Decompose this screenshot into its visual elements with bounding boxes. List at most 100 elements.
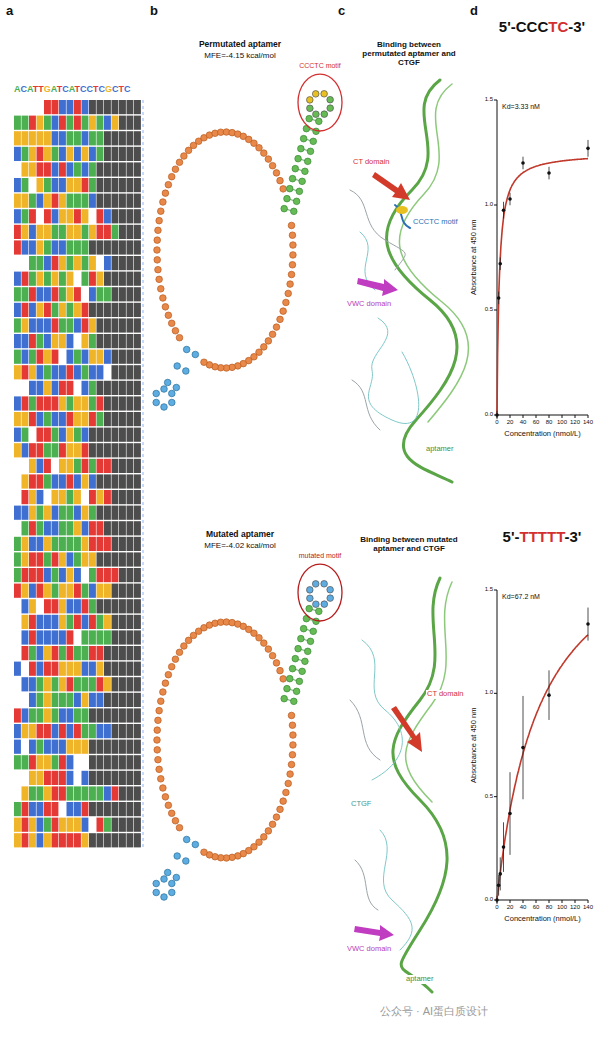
alignment-cell	[134, 272, 141, 286]
alignment-cell	[52, 724, 59, 738]
alignment-cell	[29, 599, 36, 613]
alignment-cell	[127, 724, 134, 738]
alignment-cell	[59, 521, 66, 535]
alignment-cell	[97, 443, 104, 457]
alignment-cell	[119, 771, 126, 785]
loop-nucleotide	[176, 824, 183, 831]
alignment-cell	[44, 147, 51, 161]
alignment-cell	[127, 272, 134, 286]
alignment-cell	[97, 365, 104, 379]
alignment-cell	[74, 147, 81, 161]
alignment-cell	[37, 194, 44, 208]
alignment-cell	[89, 225, 96, 239]
alignment-cell	[112, 162, 119, 176]
alignment-cell	[119, 708, 126, 722]
alignment-cell	[74, 334, 81, 348]
alignment-cell	[82, 303, 89, 317]
alignment-cell	[22, 287, 29, 301]
hairpin-nucleotide	[313, 601, 320, 608]
hairpin-nucleotide	[307, 97, 314, 104]
hairpin-nucleotide	[327, 96, 334, 103]
alignment-cell	[134, 646, 141, 660]
alignment-cell	[82, 100, 89, 114]
stem-nucleotide	[183, 368, 190, 375]
alignment-cell	[112, 599, 119, 613]
alignment-cell	[67, 677, 74, 691]
alignment-cell	[52, 786, 59, 800]
alignment-cell	[67, 740, 74, 754]
x-tick	[549, 415, 550, 418]
alignment-cell	[104, 381, 111, 395]
alignment-cell	[74, 162, 81, 176]
alignment-cell	[112, 365, 119, 379]
loop-nucleotide	[154, 247, 161, 254]
data-point	[547, 693, 551, 697]
loop-nucleotide	[168, 320, 175, 327]
alignment-cell	[104, 194, 111, 208]
alignment-cell	[29, 100, 36, 114]
alignment-cell	[104, 147, 111, 161]
alignment-cell	[67, 131, 74, 145]
hairpin-nucleotide	[312, 581, 319, 588]
alignment-cell	[74, 412, 81, 426]
alignment-cell	[29, 396, 36, 410]
alignment-cell	[82, 365, 89, 379]
alignment-cell	[22, 162, 29, 176]
alignment-cell	[74, 786, 81, 800]
alignment-cell	[134, 724, 141, 738]
alignment-cell	[22, 131, 29, 145]
alignment-cell	[37, 506, 44, 520]
alignment-cell	[52, 209, 59, 223]
loop-nucleotide	[154, 727, 161, 734]
alignment-cell	[82, 724, 89, 738]
alignment-cell	[67, 786, 74, 800]
alignment-cell	[59, 646, 66, 660]
alignment-cell	[82, 677, 89, 691]
stem-nucleotide	[298, 145, 305, 152]
alignment-cell	[134, 802, 141, 816]
alignment-cell	[127, 677, 134, 691]
alignment-cell	[127, 225, 134, 239]
alignment-cell	[67, 646, 74, 660]
alignment-cell	[74, 381, 81, 395]
alignment-cell	[22, 568, 29, 582]
alignment-cell	[127, 833, 134, 847]
alignment-cell	[97, 225, 104, 239]
alignment-cell	[127, 786, 134, 800]
hairpin-nucleotide	[321, 91, 328, 98]
alignment-cell	[37, 396, 44, 410]
alignment-cell	[112, 584, 119, 598]
alignment-cell	[89, 599, 96, 613]
loop-nucleotide	[176, 159, 183, 166]
alignment-cell	[74, 474, 81, 488]
alignment-cell	[134, 786, 141, 800]
stem-nucleotide	[310, 138, 317, 145]
alignment-cell	[29, 552, 36, 566]
alignment-cell	[29, 786, 36, 800]
hairpin-nucleotide	[321, 111, 328, 118]
alignment-cell	[74, 428, 81, 442]
alignment-cell	[74, 490, 81, 504]
x-tick	[588, 415, 589, 418]
axis-title: Concentration (nmol/L)	[483, 915, 600, 924]
alignment-cell	[14, 256, 21, 270]
aptamer-strand	[399, 84, 468, 422]
alignment-cell	[104, 740, 111, 754]
alignment-cell	[29, 802, 36, 816]
alignment-cell	[97, 116, 104, 130]
stem-nucleotide	[300, 135, 307, 142]
alignment-cell	[134, 630, 141, 644]
alignment-cell	[14, 833, 21, 847]
loop-nucleotide	[155, 756, 162, 763]
alignment-cell	[127, 256, 134, 270]
alignment-cell	[29, 506, 36, 520]
alignment-cell	[89, 506, 96, 520]
alignment-cell	[59, 474, 66, 488]
alignment-cell	[22, 584, 29, 598]
alignment-cell	[22, 818, 29, 832]
tick-label: 0.0	[475, 896, 493, 903]
alignment-cell	[97, 599, 104, 613]
alignment-cell	[104, 225, 111, 239]
alignment-cell	[119, 833, 126, 847]
mfe-value: MFE=-4.02 kcal/mol	[170, 541, 310, 550]
